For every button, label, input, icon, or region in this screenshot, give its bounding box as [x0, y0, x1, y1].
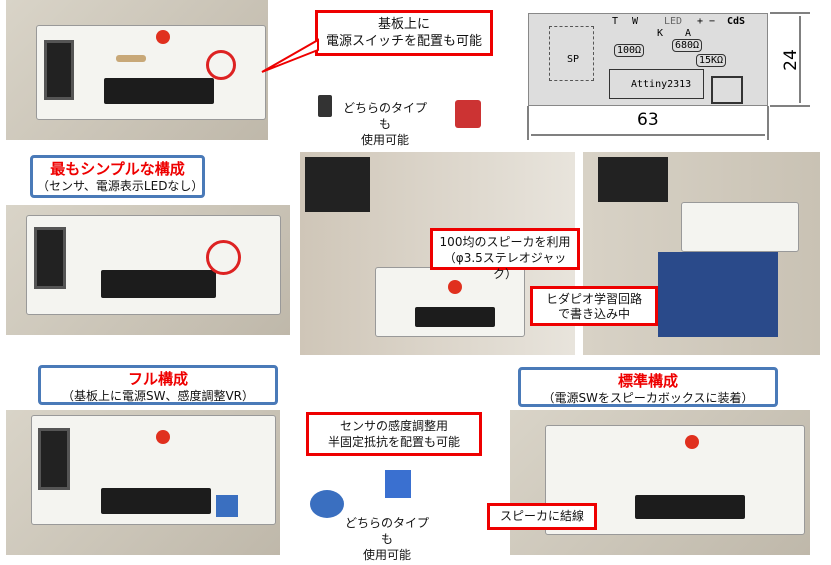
callout-line: スピーカに結線	[499, 509, 584, 523]
slide-switch-image	[318, 95, 332, 117]
trimmer-closed-image	[385, 470, 411, 498]
label-15k-ohm: 15KΩ	[696, 54, 727, 67]
switch-callout: 基板上に 電源スイッチを配置も可能	[315, 10, 493, 56]
callout-pointer	[261, 38, 319, 73]
label-t: T	[612, 16, 619, 27]
label-sp: SP	[567, 54, 580, 65]
standard-config-callout: 標準構成 （電源SWをスピーカボックスに装着）	[518, 367, 778, 407]
led	[156, 430, 170, 444]
note-line: どちらのタイプも	[342, 101, 427, 131]
trimmer-vr	[216, 495, 238, 517]
label-680-ohm: 680Ω	[672, 39, 703, 52]
callout-subtitle: （電源SWをスピーカボックスに装着）	[542, 391, 754, 405]
microcontroller-chip	[104, 78, 214, 104]
microcontroller-chip	[415, 307, 495, 327]
led	[156, 30, 170, 44]
led	[685, 435, 699, 449]
microcontroller-chip	[101, 270, 216, 298]
callout-line: で書き込み中	[557, 307, 630, 321]
photo-simple-config	[6, 205, 290, 335]
microcontroller-chip	[101, 488, 211, 514]
audio-jack	[38, 428, 70, 490]
callout-title: 最もシンプルな構成	[50, 160, 185, 178]
dimension-lines	[527, 12, 810, 140]
dimension-height: 24	[780, 49, 801, 71]
audio-jack	[44, 40, 74, 100]
callout-title: 標準構成	[617, 372, 678, 390]
label-led: LED	[664, 16, 683, 27]
note-line: 使用可能	[362, 548, 411, 562]
label-attiny2313: Attiny2313	[631, 79, 692, 90]
vr-outline	[711, 76, 743, 104]
callout-subtitle: （基板上に電源SW、感度調整VR）	[61, 389, 255, 403]
battery	[598, 157, 668, 202]
battery	[305, 157, 370, 212]
photo-board-with-switch	[6, 0, 268, 140]
audio-jack	[34, 227, 66, 289]
resistor	[116, 55, 146, 62]
label-k: K	[657, 28, 664, 39]
callout-line: ヒダピオ学習回路	[545, 292, 642, 306]
toggle-switch-image	[455, 100, 481, 128]
microcontroller-chip	[635, 495, 745, 519]
note-line: 使用可能	[360, 133, 409, 147]
callout-title: フル構成	[127, 370, 188, 388]
callout-subtitle: （センサ、電源表示LEDなし）	[37, 179, 204, 193]
note-line: どちらのタイプも	[344, 516, 429, 546]
switch-note: どちらのタイプも 使用可能	[340, 100, 430, 148]
label-cds: CdS	[727, 16, 746, 27]
speaker-wire-callout: スピーカに結線	[487, 503, 597, 530]
callout-line: 半固定抵抗を配置も可能	[327, 435, 460, 449]
wire	[206, 240, 241, 275]
led	[448, 280, 462, 294]
callout-line: センサの感度調整用	[339, 419, 448, 433]
simple-config-callout: 最もシンプルな構成 （センサ、電源表示LEDなし）	[30, 155, 205, 198]
chip-outline	[609, 69, 704, 99]
label-w: W	[632, 16, 639, 27]
wire	[206, 50, 236, 80]
photo-writer	[583, 152, 820, 355]
label-a: A	[685, 28, 692, 39]
photo-full-config	[6, 410, 280, 555]
pcb-layout-diagram: T W LED K A + − CdS 100Ω 680Ω 15KΩ SP At…	[528, 13, 768, 106]
callout-line: （φ3.5ステレオジャック）	[443, 251, 567, 281]
writer-board	[658, 252, 778, 337]
callout-line: 100均のスピーカを利用	[439, 235, 571, 249]
writer-callout: ヒダピオ学習回路 で書き込み中	[530, 286, 658, 326]
vr-callout: センサの感度調整用 半固定抵抗を配置も可能	[306, 412, 482, 456]
label-minus: −	[709, 16, 716, 27]
callout-line: 基板上に	[377, 17, 430, 32]
vr-note: どちらのタイプも 使用可能	[342, 515, 432, 563]
label-100-ohm: 100Ω	[614, 44, 645, 57]
speaker-outline	[549, 26, 594, 81]
full-config-callout: フル構成 （基板上に電源SW、感度調整VR）	[38, 365, 278, 405]
callout-line: 電源スイッチを配置も可能	[325, 34, 482, 49]
trimmer-open-image	[310, 490, 344, 518]
speaker-callout: 100均のスピーカを利用 （φ3.5ステレオジャック）	[430, 228, 580, 281]
photo-standard-config	[510, 410, 810, 555]
label-plus: +	[697, 16, 704, 27]
pcb	[681, 202, 799, 252]
dimension-width: 63	[637, 110, 659, 130]
